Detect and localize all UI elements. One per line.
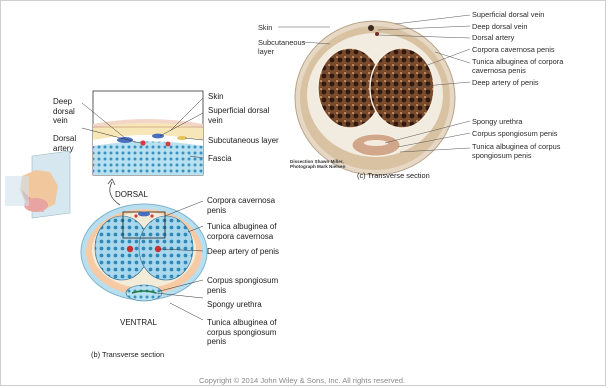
penis-cross-section-illustration: [81, 204, 207, 301]
label-c-tunica-albuginea-spongiosum: Tunica albuginea of corpus spongiosum pe…: [472, 142, 560, 160]
label-c-skin: Skin: [258, 23, 272, 32]
label-c-superficial-dorsal-vein: Superficial dorsal vein: [472, 10, 544, 19]
caption-b: (b) Transverse section: [91, 350, 164, 359]
copyright-notice: Copyright © 2014 John Wiley & Sons, Inc.…: [199, 376, 405, 385]
label-c-spongy-urethra: Spongy urethra: [472, 117, 523, 126]
label-b-superficial-dorsal-vein: Superficial dorsal vein: [208, 106, 269, 125]
label-b-skin: Skin: [208, 92, 224, 102]
caption-c: (c) Transverse section: [357, 171, 430, 180]
label-b-spongy-urethra: Spongy urethra: [207, 300, 262, 310]
label-b-dorsal: DORSAL: [115, 190, 148, 200]
label-c-deep-artery-of-penis: Deep artery of penis: [472, 78, 539, 87]
label-b-deep-dorsal-vein: Deep dorsal vein: [53, 97, 75, 126]
label-b-fascia: Fascia: [208, 154, 232, 164]
penis-orientation-icon: [5, 151, 70, 218]
label-b-tunica-albuginea-cavernosa: Tunica albuginea of corpora cavernosa: [207, 222, 277, 241]
label-c-deep-dorsal-vein: Deep dorsal vein: [472, 22, 527, 31]
label-c-corpora-cavernosa-penis: Corpora cavernosa penis: [472, 45, 555, 54]
label-b-tunica-albuginea-spongiosum: Tunica albuginea of corpus spongiosum pe…: [207, 318, 277, 347]
label-b-dorsal-artery: Dorsal artery: [53, 134, 76, 153]
photo-credit: Dissection Shawn Miller, Photograph Mark…: [290, 159, 345, 170]
label-c-dorsal-artery: Dorsal artery: [472, 33, 514, 42]
label-b-corpus-spongiosum-penis: Corpus spongiosum penis: [207, 276, 278, 295]
label-c-corpus-spongiosum-penis: Corpus spongiosum penis: [472, 129, 557, 138]
label-b-subcutaneous-layer: Subcutaneous layer: [208, 136, 279, 146]
label-b-ventral: VENTRAL: [120, 318, 157, 328]
dorsal-layers-inset: [93, 91, 203, 175]
label-b-deep-artery-of-penis: Deep artery of penis: [207, 247, 279, 257]
label-c-tunica-albuginea-cavernosa: Tunica albuginea of corpora cavernosa pe…: [472, 57, 563, 75]
label-c-subcutaneous-layer: Subcutaneous layer: [258, 38, 305, 56]
penis-cross-section-photo: [295, 21, 455, 175]
label-b-corpora-cavernosa-penis: Corpora cavernosa penis: [207, 196, 275, 215]
